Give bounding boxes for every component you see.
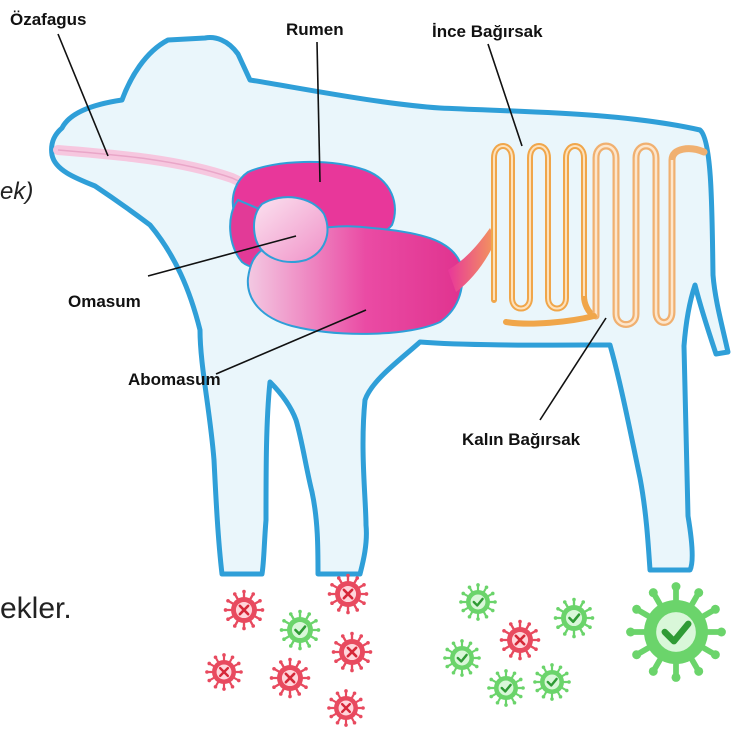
red-virus-x-icon xyxy=(500,620,541,661)
red-virus-x-icon xyxy=(328,574,369,615)
green-virus-check-icon xyxy=(533,663,571,701)
green-virus-check-icon xyxy=(443,639,481,677)
green-virus-check-icon xyxy=(280,610,321,651)
label-rumen: Rumen xyxy=(286,20,344,40)
red-virus-x-icon xyxy=(327,689,365,727)
red-virus-x-icon xyxy=(205,653,243,691)
green-virus-check-icon xyxy=(626,582,726,682)
red-virus-x-icon xyxy=(224,590,265,631)
red-virus-x-icon xyxy=(332,632,373,673)
label-small-intestine: İnce Bağırsak xyxy=(432,22,543,42)
fragment-bottom: ekler. xyxy=(0,592,72,626)
label-omasum: Omasum xyxy=(68,292,141,312)
green-virus-check-icon xyxy=(459,583,497,621)
fragment-italic: ek) xyxy=(0,178,33,206)
label-large-intestine: Kalın Bağırsak xyxy=(462,430,580,450)
label-abomasum: Abomasum xyxy=(128,370,221,390)
green-virus-check-icon xyxy=(554,598,595,639)
red-virus-x-icon xyxy=(270,658,311,699)
green-virus-check-icon xyxy=(487,669,525,707)
label-esophagus: Özafagus xyxy=(10,10,87,30)
omasum xyxy=(254,197,327,262)
bad-virus-group xyxy=(205,574,540,727)
